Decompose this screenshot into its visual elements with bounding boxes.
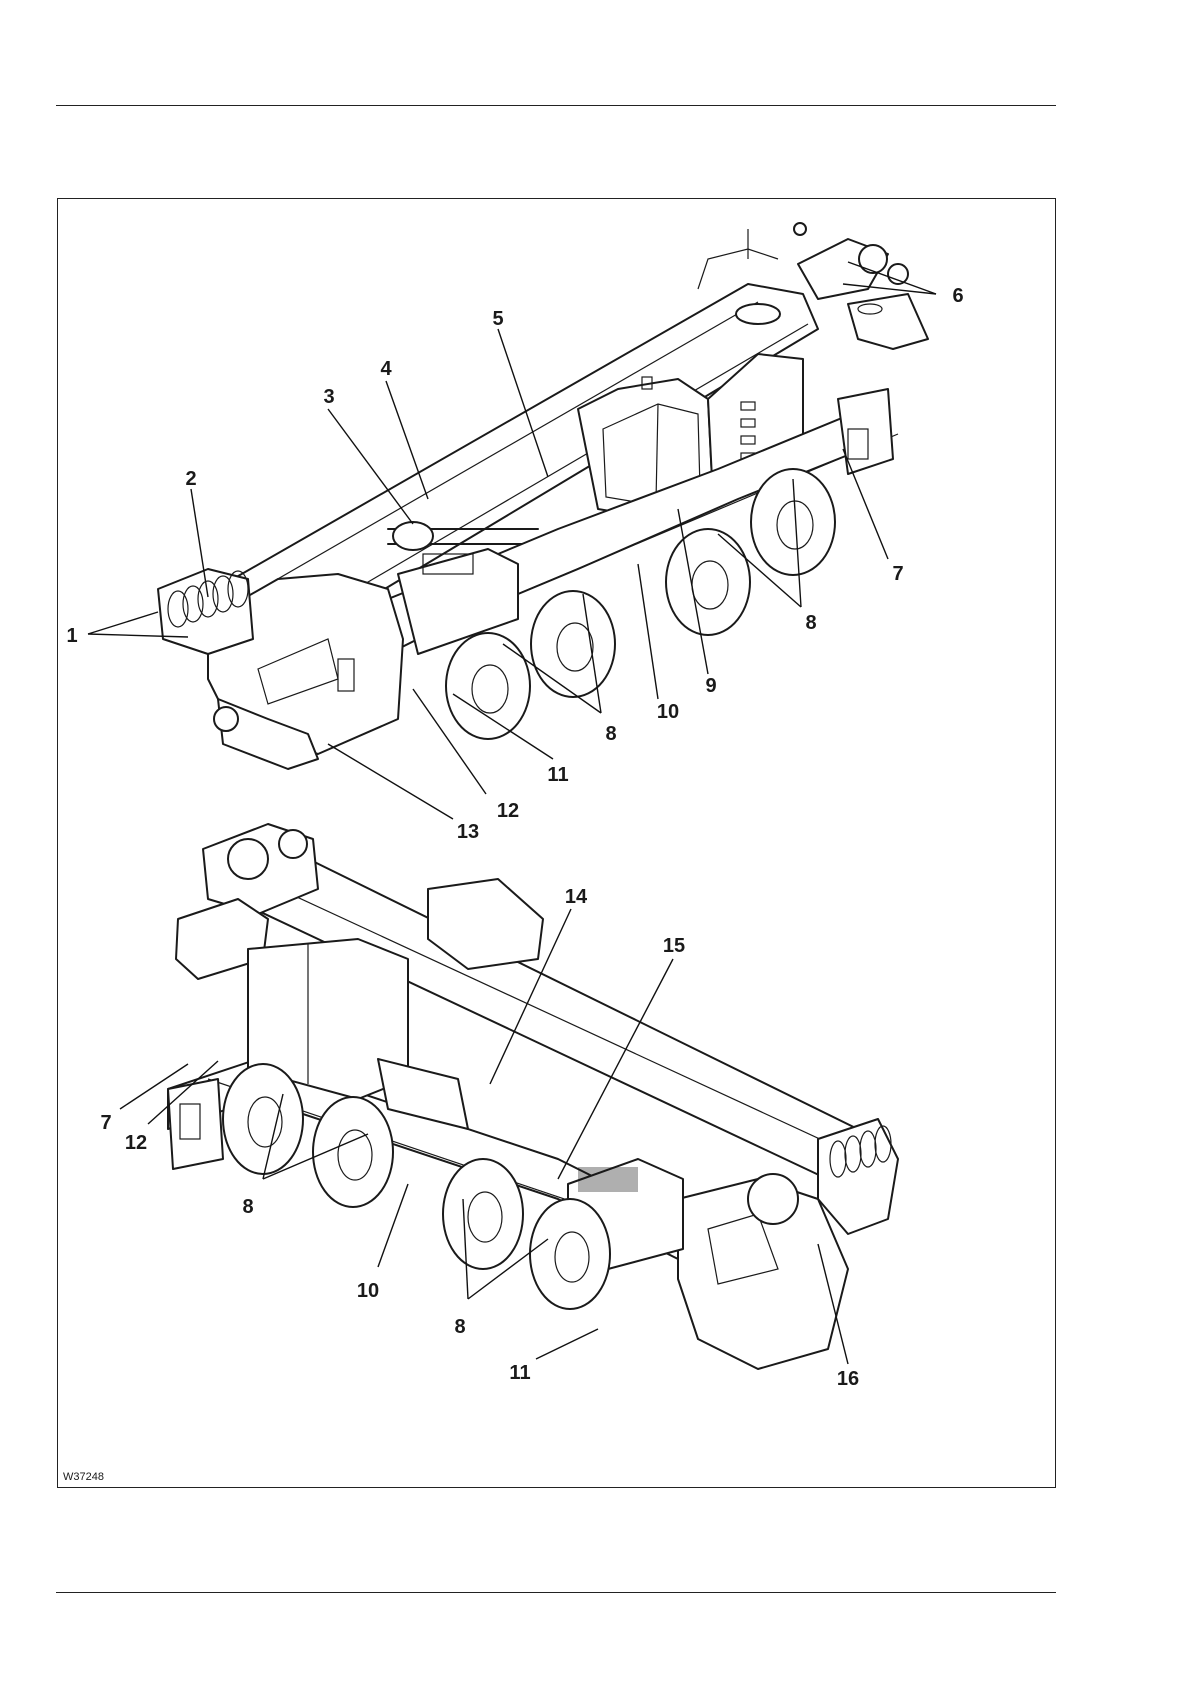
callout-15: 15 [663, 936, 685, 956]
callout-13: 13 [457, 822, 479, 842]
callout-2: 2 [185, 469, 196, 489]
callout-14: 14 [565, 887, 587, 907]
callout-7-bottom: 7 [100, 1113, 111, 1133]
crane-illustration [58, 199, 1057, 1489]
callout-7-top: 7 [892, 564, 903, 584]
callout-12-bottom: 12 [125, 1133, 147, 1153]
callout-11-top: 11 [547, 765, 568, 785]
callout-5: 5 [492, 309, 503, 329]
callout-6: 6 [952, 286, 963, 306]
callout-4: 4 [380, 359, 391, 379]
figure-frame: 1 2 3 4 5 6 7 8 8 9 10 11 12 13 7 12 8 1… [57, 198, 1056, 1488]
callout-10-bottom: 10 [357, 1281, 379, 1301]
callout-12-top: 12 [497, 801, 519, 821]
callout-10-top: 10 [657, 702, 679, 722]
bottom-crane-drawing [168, 824, 898, 1369]
header-rule [56, 105, 1056, 106]
callout-16: 16 [837, 1369, 859, 1389]
figure-id: W37248 [63, 1471, 104, 1483]
footer-rule [56, 1592, 1056, 1593]
callout-3: 3 [323, 387, 334, 407]
callout-9: 9 [705, 676, 716, 696]
callout-8-bottom-center: 8 [454, 1317, 465, 1337]
callout-8-top-right: 8 [805, 613, 816, 633]
callout-11-bottom: 11 [509, 1363, 530, 1383]
top-crane-drawing [158, 223, 928, 769]
callout-8-bottom-left: 8 [242, 1197, 253, 1217]
callout-1: 1 [66, 626, 77, 646]
callout-8-top-center: 8 [605, 724, 616, 744]
